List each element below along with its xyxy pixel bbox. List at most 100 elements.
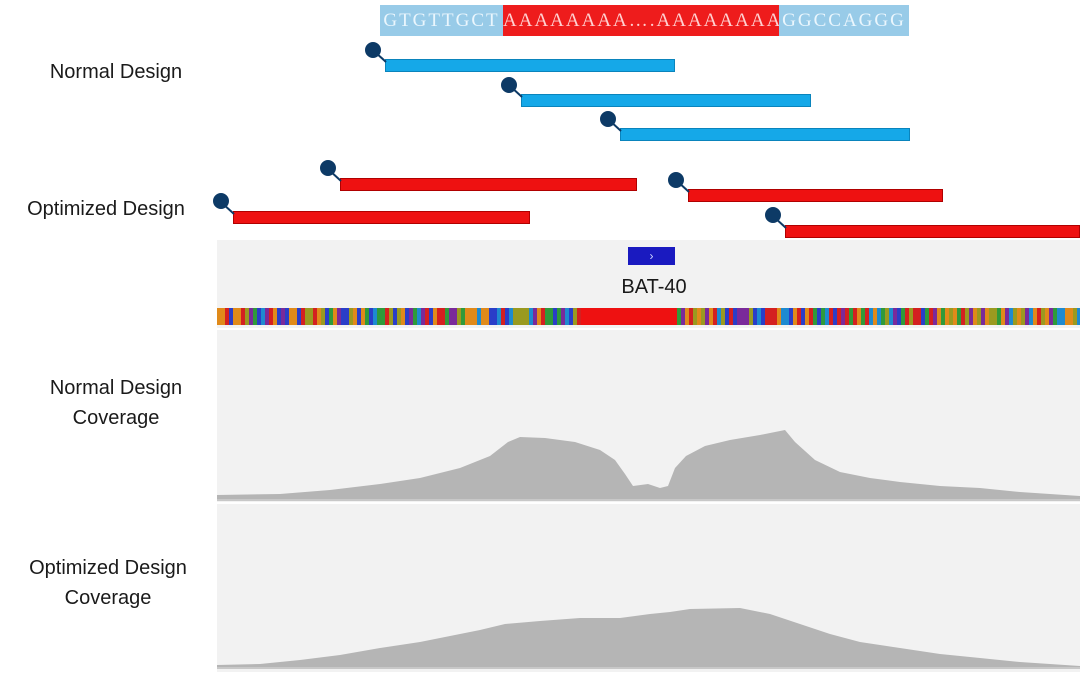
color-strip-segment [445, 308, 449, 325]
color-strip-segment [885, 308, 889, 325]
color-strip-segment [509, 308, 513, 325]
color-strip-segment [609, 308, 613, 325]
color-strip-segment [905, 308, 909, 325]
color-strip-segment [1021, 308, 1025, 325]
color-strip-segment [897, 308, 901, 325]
color-strip-segment [485, 308, 489, 325]
color-strip-segment [521, 308, 525, 325]
color-strip-segment [861, 308, 865, 325]
color-strip-segment [293, 308, 297, 325]
color-strip-segment [893, 308, 897, 325]
color-strip-segment [957, 308, 961, 325]
normal-probe-3 [620, 128, 910, 141]
color-strip-segment [405, 308, 409, 325]
color-strip-segment [677, 308, 681, 325]
normal-coverage-track-background [217, 330, 1080, 502]
color-strip-segment [945, 308, 949, 325]
color-strip-segment [621, 308, 625, 325]
color-strip-segment [481, 308, 485, 325]
color-strip-segment [901, 308, 905, 325]
gene-name-label: BAT-40 [621, 276, 687, 298]
color-strip-segment [985, 308, 989, 325]
color-strip-segment [497, 308, 501, 325]
color-strip-segment [725, 308, 729, 325]
color-strip-segment [297, 308, 301, 325]
color-strip-segment [245, 308, 249, 325]
color-strip-segment [517, 308, 521, 325]
color-strip-segment [1017, 308, 1021, 325]
color-strip-segment [889, 308, 893, 325]
color-strip-segment [765, 308, 769, 325]
color-strip-segment [941, 308, 945, 325]
color-strip-segment [533, 308, 537, 325]
color-strip-segment [757, 308, 761, 325]
color-strip-segment [365, 308, 369, 325]
color-strip-segment [605, 308, 609, 325]
color-strip-segment [777, 308, 781, 325]
color-strip-segment [629, 308, 633, 325]
sequence-right-flank: GGCCAGGG [779, 5, 909, 36]
color-strip-segment [881, 308, 885, 325]
color-strip-segment [425, 308, 429, 325]
color-strip-segment [929, 308, 933, 325]
color-strip-segment [961, 308, 965, 325]
color-strip-segment [601, 308, 605, 325]
color-strip-segment [309, 308, 313, 325]
color-strip-segment [617, 308, 621, 325]
color-strip-segment [753, 308, 757, 325]
color-strip-segment [489, 308, 493, 325]
color-strip-segment [253, 308, 257, 325]
color-strip-segment [345, 308, 349, 325]
color-strip-segment [973, 308, 977, 325]
color-strip-segment [673, 308, 677, 325]
color-strip-segment [1069, 308, 1073, 325]
color-strip-segment [689, 308, 693, 325]
normal-design-label: Normal Design [49, 61, 183, 83]
color-strip-segment [1073, 308, 1077, 325]
color-strip-segment [565, 308, 569, 325]
color-strip-segment [721, 308, 725, 325]
color-strip-segment [505, 308, 509, 325]
color-strip-segment [261, 308, 265, 325]
optimized-coverage-label-line2: Coverage [64, 587, 152, 609]
color-strip-segment [829, 308, 833, 325]
color-strip-segment [377, 308, 381, 325]
color-strip-segment [657, 308, 661, 325]
color-strip-segment [545, 308, 549, 325]
color-strip-segment [461, 308, 465, 325]
color-strip-segment [969, 308, 973, 325]
color-strip-segment [909, 308, 913, 325]
probe-head-icon [501, 77, 517, 93]
color-strip-segment [277, 308, 281, 325]
color-strip-segment [409, 308, 413, 325]
color-strip-segment [477, 308, 481, 325]
color-strip-segment [1037, 308, 1041, 325]
color-strip-segment [269, 308, 273, 325]
probe-head-icon [320, 160, 336, 176]
color-strip-segment [877, 308, 881, 325]
color-strip-segment [413, 308, 417, 325]
probe-head-icon [365, 42, 381, 58]
color-strip-segment [317, 308, 321, 325]
color-strip-segment [237, 308, 241, 325]
color-strip-segment [989, 308, 993, 325]
color-strip-segment [997, 308, 1001, 325]
color-strip-segment [981, 308, 985, 325]
color-strip-segment [353, 308, 357, 325]
optimized-design-label: Optimized Design [27, 198, 185, 220]
color-strip-segment [633, 308, 637, 325]
color-strip-segment [233, 308, 237, 325]
color-strip-segment [1005, 308, 1009, 325]
color-strip-segment [865, 308, 869, 325]
color-strip-segment [241, 308, 245, 325]
color-strip-segment [597, 308, 601, 325]
color-strip-segment [613, 308, 617, 325]
color-strip-segment [397, 308, 401, 325]
color-strip-segment [421, 308, 425, 325]
color-strip-segment [785, 308, 789, 325]
color-strip-segment [553, 308, 557, 325]
color-strip-segment [1009, 308, 1013, 325]
color-strip-segment [473, 308, 477, 325]
color-strip-segment [453, 308, 457, 325]
